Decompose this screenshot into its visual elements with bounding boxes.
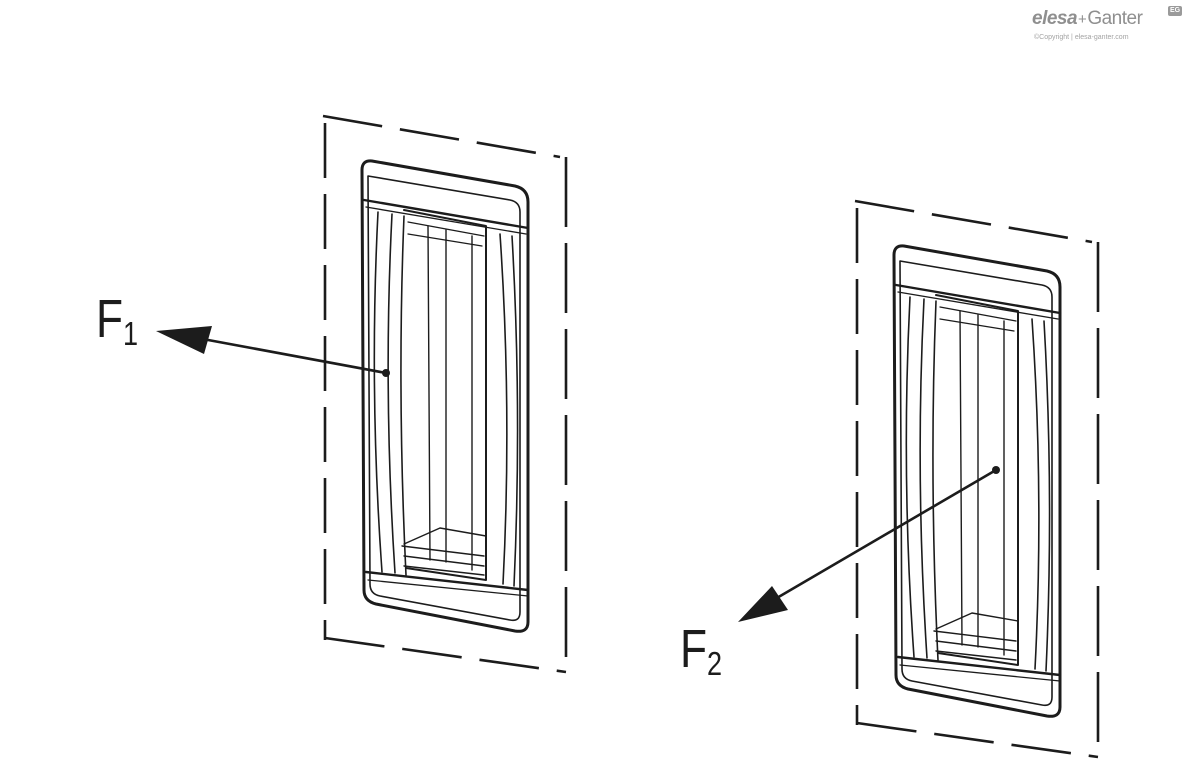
brand-logo: elesa+Ganter EG ©Copyright | elesa-gante… — [1032, 6, 1182, 46]
arrowhead-f2 — [738, 586, 788, 622]
handle-left — [156, 114, 568, 674]
force-arrow-f1 — [191, 335, 387, 375]
brand-name-elesa: elesa — [1032, 8, 1078, 29]
force-subscript: 2 — [707, 645, 723, 682]
force-symbol: F — [680, 619, 708, 679]
brand-wordmark: elesa+Ganter — [1032, 8, 1143, 31]
brand-name-ganter: Ganter — [1087, 8, 1143, 29]
force-label-f1: F1 — [96, 292, 138, 350]
copyright-text: ©Copyright | elesa-ganter.com — [1034, 34, 1129, 41]
force-label-f2: F2 — [680, 622, 722, 680]
brand-badge: EG — [1168, 6, 1182, 16]
force-arrow-f2 — [769, 468, 997, 604]
force-subscript: 1 — [123, 315, 139, 352]
force-symbol: F — [96, 289, 124, 349]
handle-body-left — [360, 159, 530, 633]
handle-right — [853, 199, 1100, 759]
arrowhead-f1 — [156, 326, 212, 354]
brand-plus: + — [1078, 11, 1087, 28]
